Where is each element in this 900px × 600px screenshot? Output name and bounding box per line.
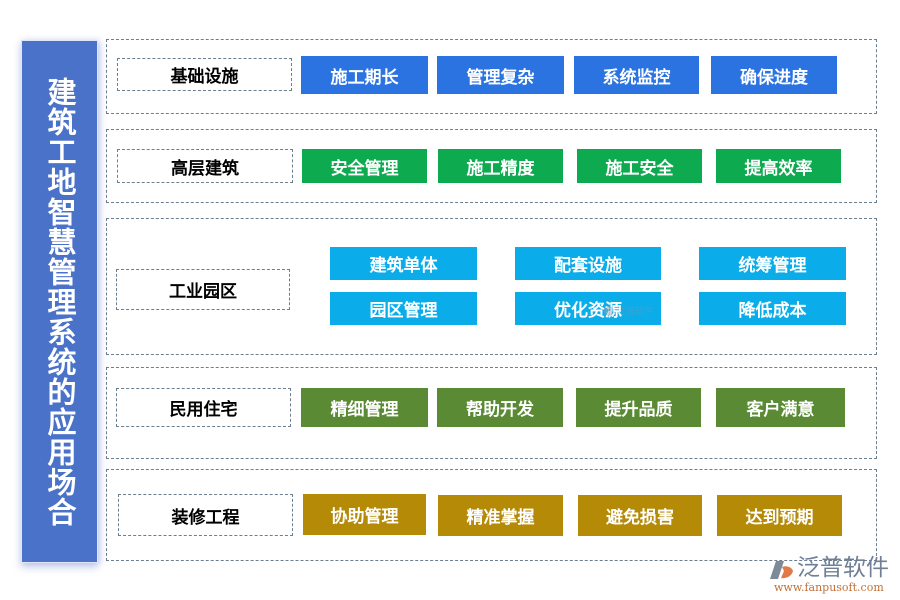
tag-industrial-park-1: 建筑单体 xyxy=(330,247,477,280)
row-label-industrial-park: 工业园区 xyxy=(116,269,290,310)
tag-high-rise-4: 提高效率 xyxy=(716,149,841,183)
tag-renovation-3: 避免损害 xyxy=(578,495,702,536)
tag-industrial-park-5: 优化资源 xyxy=(515,292,661,325)
tag-residential-3: 提升品质 xyxy=(576,388,701,427)
tag-industrial-park-4: 园区管理 xyxy=(330,292,477,325)
tag-industrial-park-6: 降低成本 xyxy=(699,292,846,325)
tag-infrastructure-4: 确保进度 xyxy=(711,56,837,94)
sidebar-title-panel: 建筑工地智慧管理系统的应用场合 xyxy=(21,40,98,563)
tag-industrial-park-2: 配套设施 xyxy=(515,247,661,280)
row-label-infrastructure: 基础设施 xyxy=(117,58,292,91)
tag-renovation-4: 达到预期 xyxy=(717,495,842,536)
row-residential xyxy=(106,367,877,459)
tag-residential-4: 客户满意 xyxy=(716,388,845,427)
row-label-renovation: 装修工程 xyxy=(118,494,293,536)
tag-residential-1: 精细管理 xyxy=(301,388,428,427)
tag-renovation-2: 精准掌握 xyxy=(438,495,563,536)
tag-infrastructure-2: 管理复杂 xyxy=(437,56,564,94)
tag-industrial-park-3: 统筹管理 xyxy=(699,247,846,280)
brand-name: 泛普软件 xyxy=(797,555,889,581)
row-high-rise xyxy=(106,129,877,203)
tag-renovation-1: 协助管理 xyxy=(303,494,426,535)
fanpu-logo-icon xyxy=(770,561,793,579)
tag-high-rise-2: 施工精度 xyxy=(438,149,563,183)
tag-infrastructure-1: 施工期长 xyxy=(301,56,428,94)
brand-url: www.fanpusoft.com xyxy=(774,581,884,594)
row-label-residential: 民用住宅 xyxy=(116,388,291,427)
row-infrastructure xyxy=(106,39,877,114)
tag-residential-2: 帮助开发 xyxy=(437,388,563,427)
tag-infrastructure-3: 系统监控 xyxy=(574,56,699,94)
row-industrial-park xyxy=(106,218,877,355)
diagram-title: 建筑工地智慧管理系统的应用场合 xyxy=(43,76,77,527)
row-label-high-rise: 高层建筑 xyxy=(117,149,293,183)
brand-logo: 泛普软件 www.fanpusoft.com xyxy=(768,553,896,597)
tag-high-rise-3: 施工安全 xyxy=(577,149,702,183)
row-renovation xyxy=(106,469,877,561)
tag-high-rise-1: 安全管理 xyxy=(302,149,427,183)
